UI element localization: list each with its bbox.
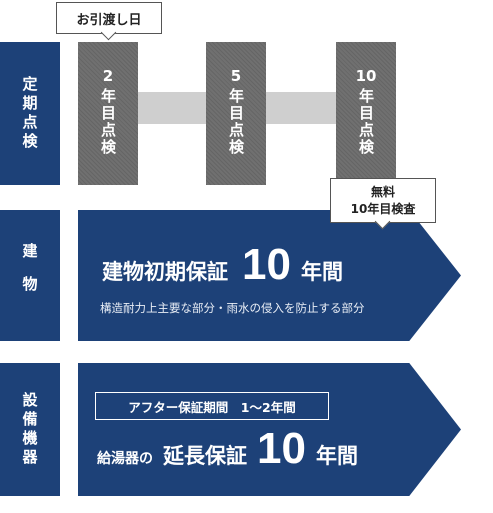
handover-callout-text: お引渡し日 (76, 12, 142, 28)
row-label-periodic-text: 定期点検 (20, 75, 39, 152)
building-warranty-title: 建物初期保証 (102, 260, 228, 284)
row-label-periodic: 定期点検 (0, 42, 60, 185)
inspection-year-10: 10 年目点検 (336, 42, 396, 185)
row-label-equipment: 設備機器 (0, 363, 60, 496)
building-warranty-unit: 年間 (300, 260, 343, 284)
after-warranty-tag: アフター保証期間 1〜2年間 (95, 392, 329, 420)
inspection-year-5-label: 年目点検 (227, 88, 245, 156)
inspection-year-2-label: 年目点検 (99, 88, 117, 156)
row-label-building-text: 建物 (20, 242, 39, 309)
inspection-year-5-number: 5 (230, 67, 242, 85)
after-warranty-tag-text: アフター保証期間 1〜2年間 (128, 399, 296, 415)
inspection-year-2-number: 2 (102, 67, 114, 85)
inspection-year-10-number: 10 (355, 67, 377, 85)
equipment-warranty-prefix: 給湯器の (97, 451, 153, 467)
equipment-warranty-title: 延長保証 (163, 444, 247, 468)
free-inspection-line2: 10年目検査 (350, 201, 416, 216)
row-label-building: 建物 (0, 210, 60, 341)
handover-callout: お引渡し日 (56, 2, 162, 34)
equipment-warranty-number: 10 (257, 424, 306, 473)
inspection-year-10-label: 年目点検 (357, 88, 375, 156)
equipment-warranty-heading: 給湯器の 延長保証 10 年間 (97, 424, 358, 474)
equipment-warranty-arrow (78, 363, 461, 496)
building-warranty-arrow (78, 210, 461, 341)
inspection-year-5: 5 年目点検 (206, 42, 266, 185)
inspection-year-2: 2 年目点検 (78, 42, 138, 185)
equipment-warranty-unit: 年間 (315, 444, 358, 468)
row-label-equipment-text: 設備機器 (20, 391, 39, 468)
free-inspection-line1: 無料 (370, 184, 395, 199)
building-warranty-heading: 建物初期保証 10 年間 (102, 240, 343, 290)
building-warranty-number: 10 (242, 240, 291, 289)
building-warranty-subtitle: 構造耐力上主要な部分・雨水の侵入を防止する部分 (100, 301, 365, 315)
